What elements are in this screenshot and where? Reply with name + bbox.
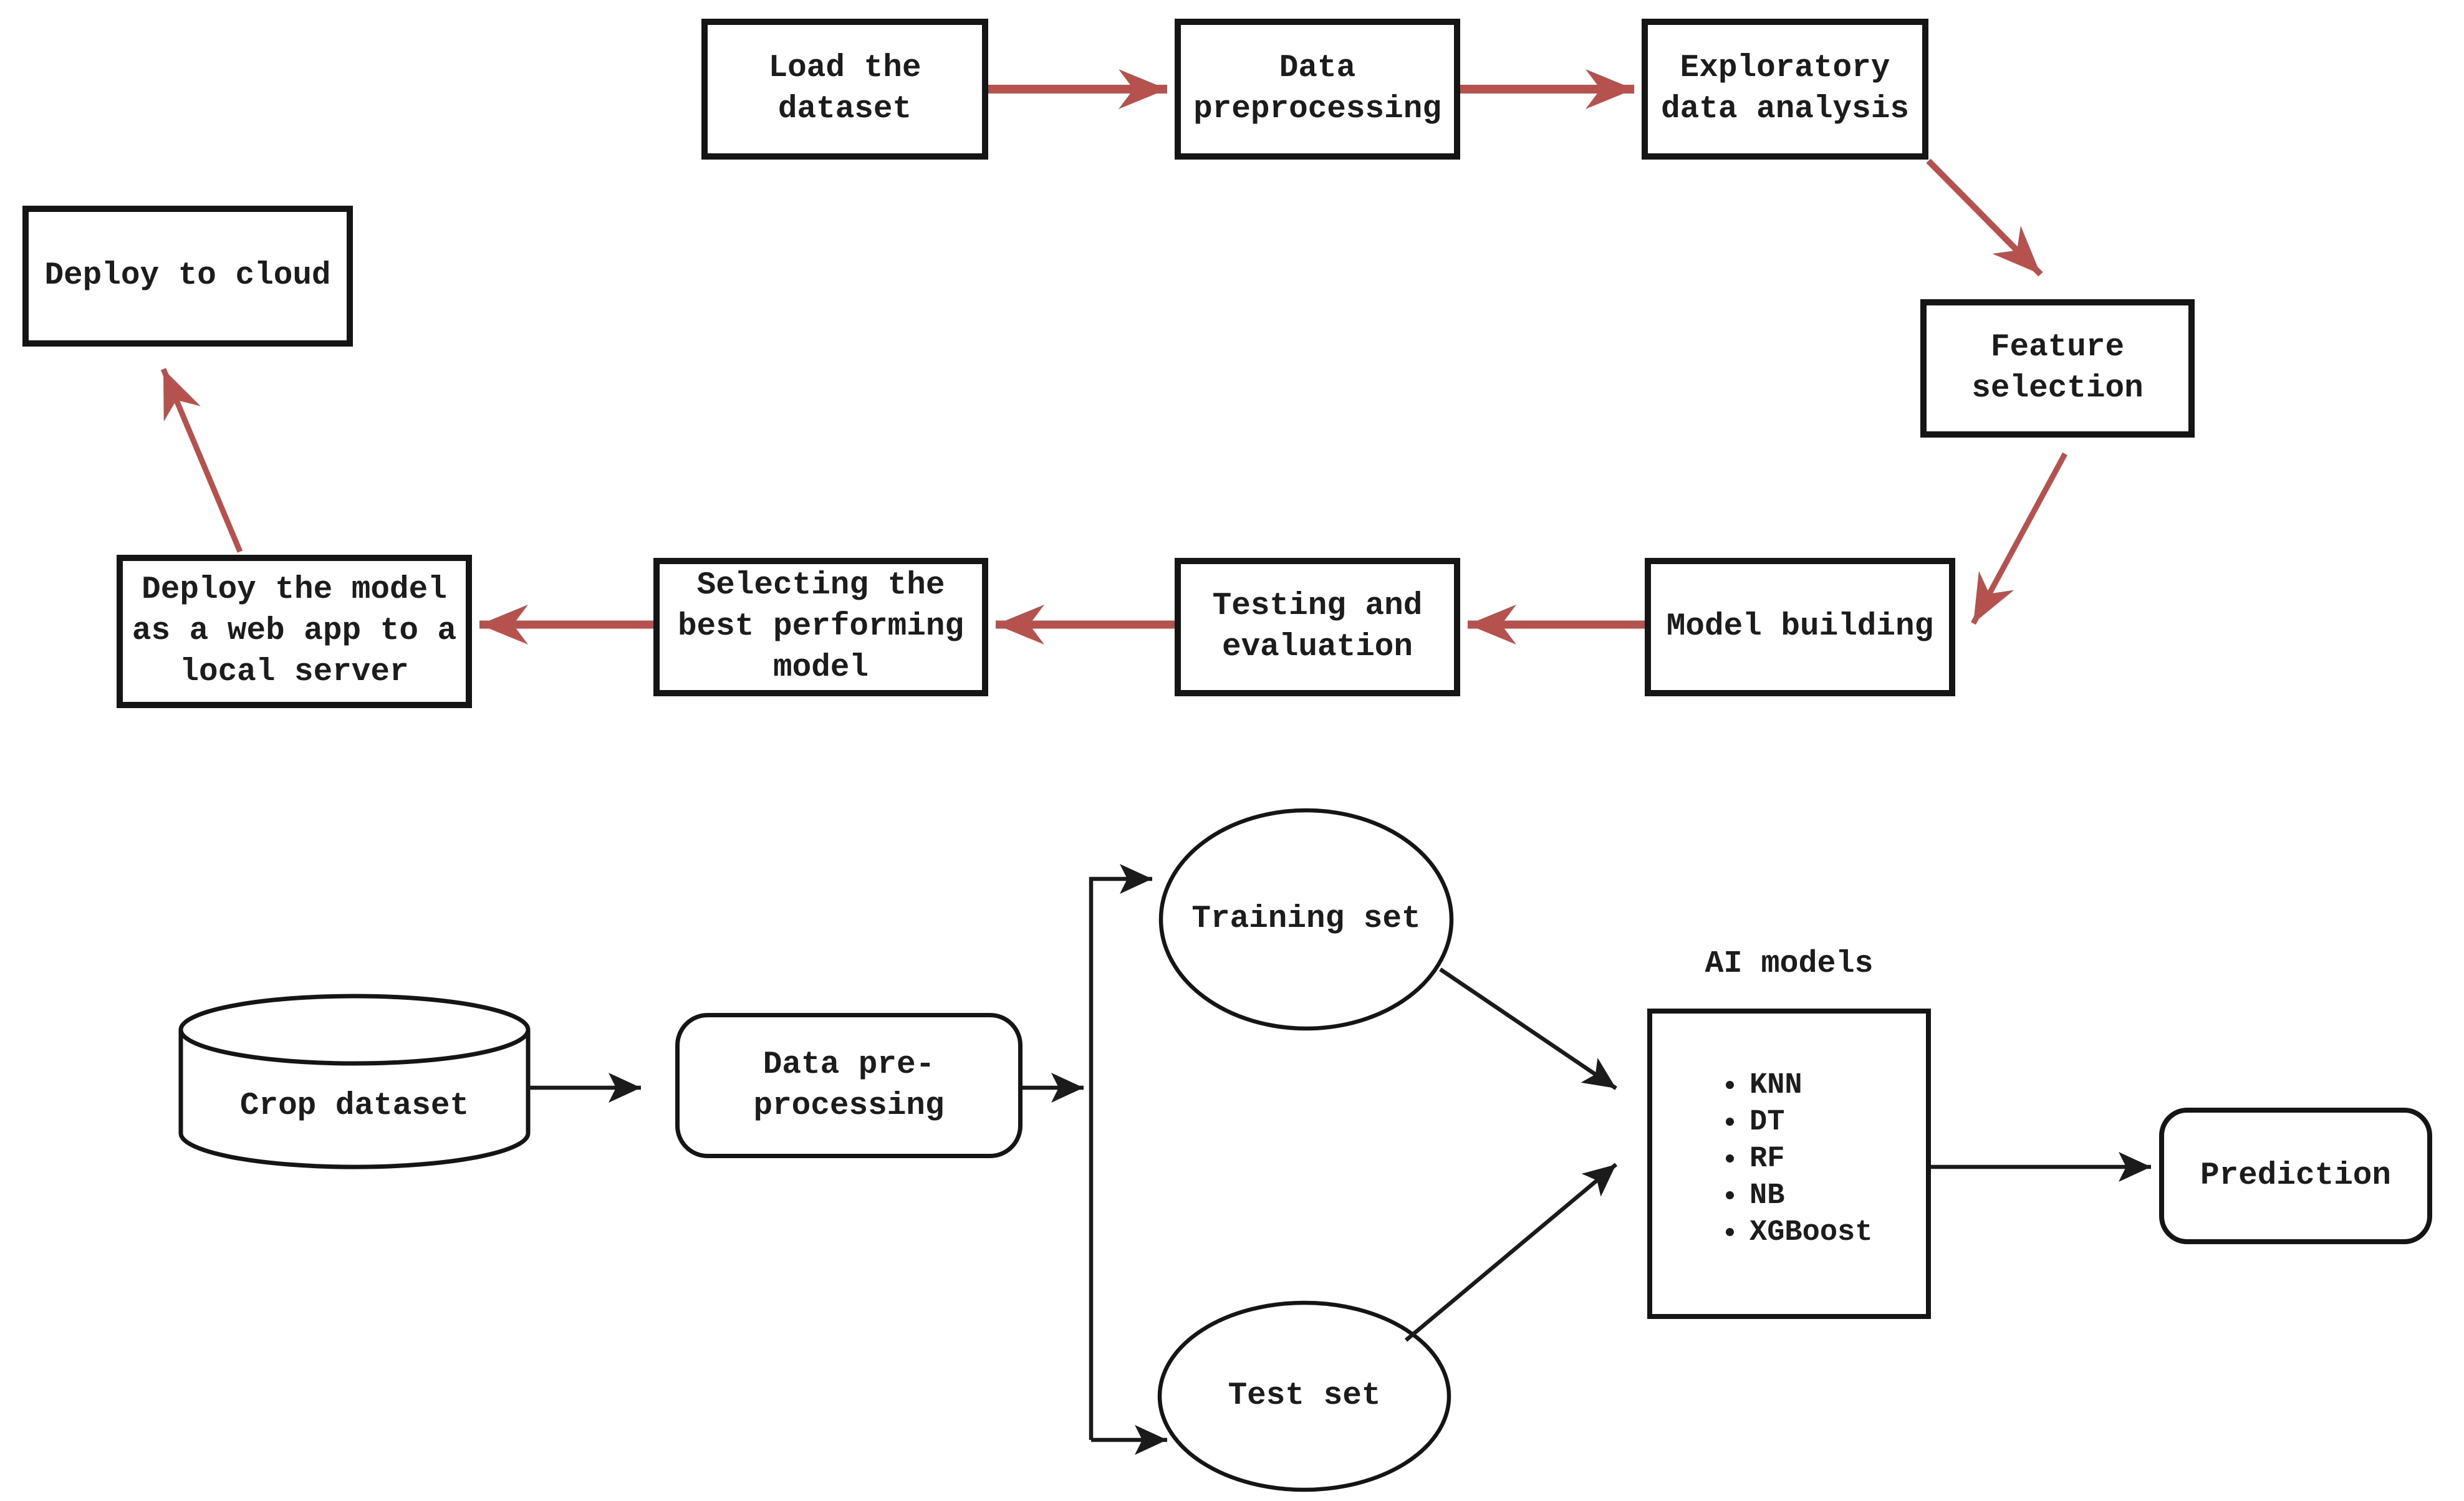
node-label: Model building	[1666, 609, 1934, 645]
training-set-label: Training set	[1161, 894, 1451, 944]
test-set-label: Test set	[1159, 1371, 1450, 1421]
ai-models-list: KNN DT RF NB XGBoost	[1652, 1067, 1926, 1251]
crop-dataset-label: Crop dataset	[181, 1081, 528, 1131]
training-set-ellipse	[1158, 808, 1454, 1031]
node-deploy-to-cloud: Deploy to cloud	[22, 206, 353, 347]
node-testing-evaluation: Testing and evaluation	[1175, 558, 1460, 696]
node-data-pre-processing: Data pre-processing	[675, 1013, 1023, 1158]
node-data-preprocessing: Data preprocessing	[1175, 19, 1460, 160]
node-label: Crop dataset	[239, 1088, 469, 1124]
node-label: Feature selection	[1971, 330, 2144, 406]
edge-test-set-to-ai-models	[1404, 1163, 1618, 1342]
ai-model-item: RF	[1746, 1141, 1926, 1177]
ai-model-item: XGBoost	[1746, 1214, 1926, 1251]
edge-split-to-training-set	[1089, 864, 1152, 1440]
node-exploratory-data-analysis: Exploratory data analysis	[1642, 19, 1928, 160]
node-model-building: Model building	[1645, 558, 1955, 696]
node-selecting-best-model: Selecting the best performing model	[653, 558, 988, 696]
node-label: Load the dataset	[768, 50, 922, 127]
node-label: Data preprocessing	[1193, 50, 1441, 127]
node-label: Prediction	[2200, 1158, 2392, 1194]
ai-models-title: AI models	[1647, 942, 1931, 986]
node-label: AI models	[1705, 946, 1874, 982]
node-label: Exploratory data analysis	[1661, 50, 1909, 127]
ai-model-item: DT	[1746, 1104, 1926, 1141]
node-label: Selecting the best performing model	[677, 568, 965, 686]
edge-deploy-local-to-cloud	[160, 368, 243, 553]
node-ai-models: KNN DT RF NB XGBoost	[1647, 1009, 1931, 1319]
node-label: Deploy to cloud	[44, 258, 331, 294]
node-label: Training set	[1191, 901, 1421, 937]
node-label: Deploy the model as a web app to a local…	[132, 572, 457, 690]
edge-training-set-to-ai-models	[1439, 967, 1617, 1090]
ai-model-item: NB	[1746, 1177, 1926, 1214]
edge-eda-to-feature	[1926, 158, 2043, 277]
database-cylinder-shape	[178, 994, 531, 1169]
node-label: Test set	[1228, 1378, 1381, 1414]
ai-model-item: KNN	[1746, 1067, 1926, 1104]
node-label: Data pre-processing	[753, 1047, 945, 1124]
node-load-dataset: Load the dataset	[701, 19, 988, 160]
node-prediction: Prediction	[2159, 1108, 2432, 1244]
node-label: Testing and evaluation	[1212, 588, 1423, 665]
test-set-ellipse	[1157, 1300, 1451, 1492]
node-deploy-local-server: Deploy the model as a web app to a local…	[117, 555, 472, 708]
node-feature-selection: Feature selection	[1920, 299, 2195, 438]
edge-feature-to-model	[1971, 452, 2067, 625]
